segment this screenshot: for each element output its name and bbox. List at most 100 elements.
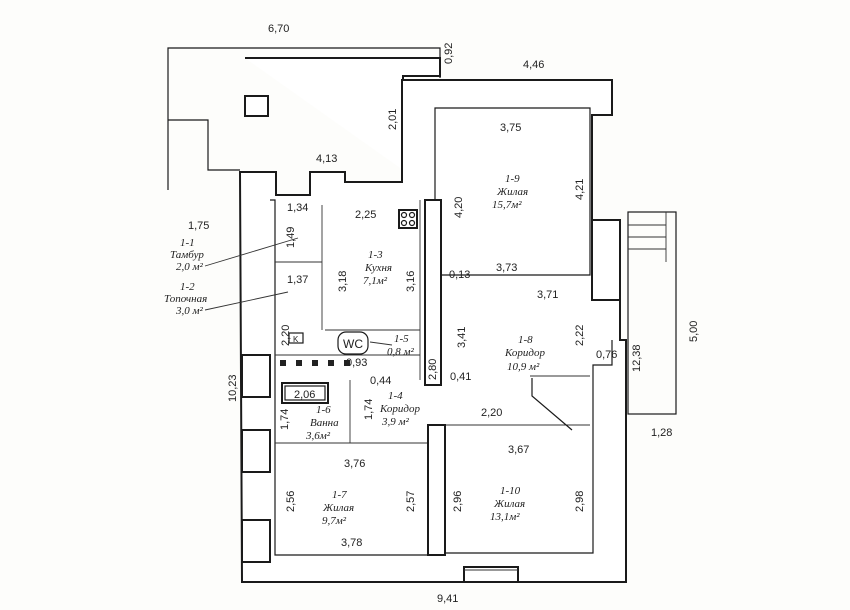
dim-porch-right: 5,00 xyxy=(688,321,700,342)
svg-text:1-6: 1-6 xyxy=(316,404,331,416)
svg-text:1-8: 1-8 xyxy=(518,334,533,346)
room-1-3-label: 1-3 Кухня 7,1м² xyxy=(363,249,392,287)
dim-corridor8-step: 0,76 xyxy=(596,349,617,361)
svg-text:10,9 м²: 10,9 м² xyxy=(507,361,540,373)
room-1-8-label: 1-8 Коридор 10,9 м² xyxy=(504,334,545,373)
svg-text:3,9 м²: 3,9 м² xyxy=(381,416,410,428)
svg-text:Кухня: Кухня xyxy=(364,262,392,274)
boiler-k-label: K xyxy=(293,335,299,344)
svg-text:0,8 м²: 0,8 м² xyxy=(387,346,415,358)
dim-corridor8-width: 3,71 xyxy=(537,289,558,301)
burner-icon xyxy=(408,219,416,227)
pier-right xyxy=(591,219,621,301)
dim-right-total: 12,38 xyxy=(631,344,643,372)
dim-wc-depth: 0,44 xyxy=(370,375,391,387)
dim-corridor-depth: 1,74 xyxy=(363,399,375,420)
svg-text:Топочная: Топочная xyxy=(164,293,207,305)
room-1-9-label: 1-9 Жилая 15,7м² xyxy=(492,173,528,211)
svg-text:13,1м²: 13,1м² xyxy=(490,511,520,523)
svg-text:1-3: 1-3 xyxy=(368,249,383,261)
dim-room7-right: 2,57 xyxy=(405,491,417,512)
dim-kitchen-left: 3,18 xyxy=(337,271,349,292)
dim-room10-width: 3,67 xyxy=(508,444,529,456)
dim-kitchen-width: 2,25 xyxy=(355,209,376,221)
dim-room9-left: 4,20 xyxy=(453,197,465,218)
corridor-column xyxy=(424,199,442,386)
bathtub-inner xyxy=(284,385,326,401)
svg-text:9,7м²: 9,7м² xyxy=(322,515,347,527)
window-left-3 xyxy=(241,519,271,563)
burner-icon xyxy=(400,219,408,227)
chimney xyxy=(244,95,269,117)
room-1-4-label: 1-4 Коридор 3,9 м² xyxy=(379,390,420,428)
svg-text:Жилая: Жилая xyxy=(496,186,528,198)
dim-room7-left: 2,56 xyxy=(285,491,297,512)
dim-corridor8-right: 2,22 xyxy=(574,325,586,346)
svg-text:Жилая: Жилая xyxy=(493,498,525,510)
dim-bath-depth: 1,74 xyxy=(279,409,291,430)
stove-icon xyxy=(398,209,418,229)
svg-text:Тамбур: Тамбур xyxy=(170,249,204,261)
dim-room9-bottom: 3,73 xyxy=(496,262,517,274)
svg-text:Ванна: Ванна xyxy=(310,417,339,429)
svg-text:3,0 м²: 3,0 м² xyxy=(175,305,204,317)
partition-10 xyxy=(427,424,446,556)
dim-0-41: 0,41 xyxy=(450,371,471,383)
heating-row xyxy=(280,360,350,366)
dim-room10-left: 2,96 xyxy=(452,491,464,512)
svg-text:Коридор: Коридор xyxy=(379,403,420,415)
dim-left-1-75: 1,75 xyxy=(188,220,209,232)
dim-boiler-width: 1,37 xyxy=(287,274,308,286)
dim-door-2-20: 2,20 xyxy=(481,407,502,419)
svg-text:15,7м²: 15,7м² xyxy=(492,199,522,211)
leader-1-5 xyxy=(369,341,393,346)
dim-top-total: 6,70 xyxy=(268,23,289,35)
leader-1-2 xyxy=(204,291,289,311)
room-1-1-label: 1-1 Тамбур 2,0 м² xyxy=(170,237,204,273)
dim-corridor8-depth: 3,41 xyxy=(456,327,468,348)
dim-room9-width: 3,75 xyxy=(500,122,521,134)
wc-icon xyxy=(337,331,369,355)
svg-text:Коридор: Коридор xyxy=(504,347,545,359)
svg-text:1-5: 1-5 xyxy=(394,333,409,345)
room-1-6-label: 1-6 Ванна 3,6м² xyxy=(305,404,339,442)
dim-room7-top: 3,76 xyxy=(344,458,365,470)
room-1-10-label: 1-10 Жилая 13,1м² xyxy=(490,485,525,523)
window-left-1 xyxy=(241,354,271,398)
room-1-7-label: 1-7 Жилая 9,7м² xyxy=(322,489,354,527)
dim-tambur-depth: 1,49 xyxy=(285,227,297,248)
dim-room10-right: 2,98 xyxy=(574,491,586,512)
dim-2-01: 2,01 xyxy=(387,109,399,130)
stair-diagonal xyxy=(531,378,573,431)
dim-bottom-total: 9,41 xyxy=(437,593,458,605)
dim-top-right-offset: 0,92 xyxy=(443,43,455,64)
svg-text:1-10: 1-10 xyxy=(500,485,521,497)
dim-bath-width: 2,06 xyxy=(294,389,315,401)
burner-icon xyxy=(400,211,408,219)
room-1-2-label: 1-2 Топочная 3,0 м² xyxy=(164,281,207,317)
yard-step xyxy=(168,119,240,171)
dim-kitchen-right: 3,16 xyxy=(405,271,417,292)
svg-text:7,1м²: 7,1м² xyxy=(363,275,388,287)
dim-left-total: 10,23 xyxy=(227,374,239,402)
wc-label: WC xyxy=(343,337,363,351)
svg-text:Жилая: Жилая xyxy=(322,502,354,514)
dim-room7-bottom: 3,78 xyxy=(341,537,362,549)
bathtub-icon xyxy=(281,382,329,404)
burner-icon xyxy=(408,211,416,219)
dim-top-right-width: 4,46 xyxy=(523,59,544,71)
svg-text:3,6м²: 3,6м² xyxy=(305,430,331,442)
window-left-2 xyxy=(241,429,271,473)
dim-boiler-depth: 2,20 xyxy=(280,325,292,346)
dim-porch-width: 4,13 xyxy=(316,153,337,165)
dim-room9-opening: 0,13 xyxy=(449,269,470,281)
boiler-icon xyxy=(288,332,304,344)
svg-text:1-2: 1-2 xyxy=(180,281,195,293)
porch-right xyxy=(627,211,677,415)
leader-1-1 xyxy=(204,237,299,267)
room-1-5-label: 1-5 0,8 м² xyxy=(387,333,415,358)
svg-text:1-7: 1-7 xyxy=(332,489,347,501)
svg-text:1-1: 1-1 xyxy=(180,237,195,249)
dim-wc-width: 0,93 xyxy=(346,357,367,369)
dim-2-80: 2,80 xyxy=(427,359,439,380)
